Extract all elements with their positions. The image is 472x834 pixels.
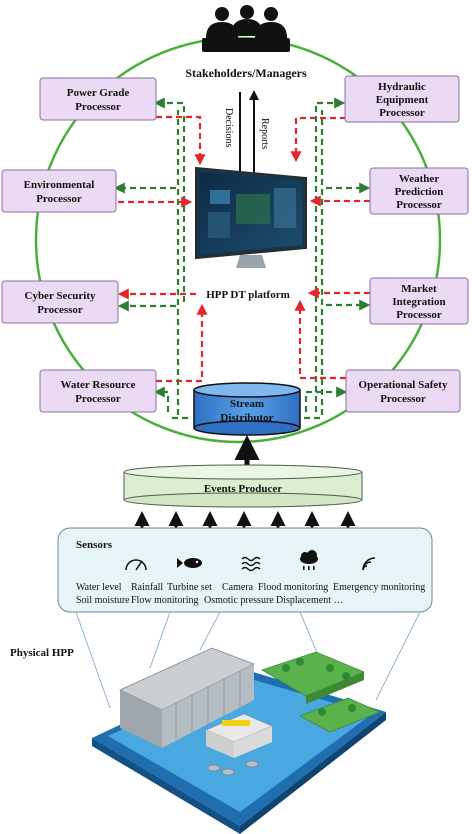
svg-text:Events Producer: Events Producer [204, 483, 282, 495]
svg-text:Processor: Processor [75, 393, 121, 405]
gauge-icon [125, 559, 147, 571]
monitor-icon [195, 166, 307, 268]
svg-text:Cyber Security: Cyber Security [25, 290, 96, 302]
wave-icon [241, 556, 261, 572]
svg-text:Soil moisture: Soil moisture [76, 595, 130, 606]
hydraulic-equipment-processor: Hydraulic Equipment Processor [344, 75, 460, 123]
svg-text:Power Grade: Power Grade [67, 87, 130, 99]
svg-text:Emergency monitoring: Emergency monitoring [333, 582, 425, 593]
svg-text:Processor: Processor [37, 304, 83, 316]
svg-text:Osmotic pressure: Osmotic pressure [204, 595, 274, 606]
svg-text:Distributor: Distributor [220, 412, 273, 424]
svg-text:Weather: Weather [399, 173, 439, 185]
svg-text:Processor: Processor [380, 393, 426, 405]
cyber-security-processor: Cyber Security Processor [1, 280, 119, 324]
stream-distributor: Stream Distributor [193, 382, 301, 436]
svg-text:Processor: Processor [36, 193, 82, 205]
svg-text:Flow monitoring: Flow monitoring [131, 595, 199, 606]
svg-text:Hydraulic: Hydraulic [378, 81, 426, 93]
reports-label: Reports [259, 118, 270, 149]
svg-text:Rainfall: Rainfall [131, 582, 163, 593]
operational-safety-processor: Operational Safety Processor [345, 369, 461, 413]
svg-text:Processor: Processor [75, 101, 121, 113]
stakeholders-label: Stakeholders/Managers [185, 66, 307, 80]
signal-icon [362, 557, 376, 571]
svg-text:Displacement …: Displacement … [276, 595, 343, 606]
environmental-processor: Environmental Processor [1, 169, 117, 213]
sensors-panel: Sensors Water level Rainfall Turbine set… [57, 527, 433, 613]
people-group-icon [202, 5, 290, 52]
svg-text:Turbine set: Turbine set [167, 582, 212, 593]
connections [113, 97, 371, 420]
svg-text:Water Resource: Water Resource [60, 379, 135, 391]
sensors-title: Sensors [76, 539, 113, 551]
svg-text:Equipment: Equipment [376, 94, 429, 106]
svg-text:Environmental: Environmental [24, 179, 95, 191]
svg-text:Processor: Processor [379, 107, 425, 119]
decisions-label: Decisions [223, 108, 234, 148]
svg-text:Stream: Stream [230, 398, 264, 410]
svg-text:Camera: Camera [222, 582, 254, 593]
svg-text:Operational Safety: Operational Safety [359, 379, 448, 391]
physical-hpp-illustration [92, 647, 386, 834]
weather-prediction-processor: Weather Prediction Processor [369, 167, 469, 215]
svg-text:Flood monitoring: Flood monitoring [258, 582, 328, 593]
sensor-arrows [134, 511, 356, 530]
svg-text:Integration: Integration [392, 296, 445, 308]
fish-icon [177, 558, 202, 568]
svg-text:Water level: Water level [76, 582, 122, 593]
svg-text:Market: Market [401, 283, 437, 295]
events-producer: Events Producer [123, 464, 363, 508]
platform-label: HPP DT platform [206, 289, 290, 301]
physical-hpp-label: Physical HPP [10, 647, 74, 659]
market-integration-processor: Market Integration Processor [369, 277, 469, 325]
svg-text:Processor: Processor [396, 309, 442, 321]
water-resource-processor: Water Resource Processor [39, 369, 157, 413]
cloud-rain-icon [300, 550, 318, 570]
sensor-leader-lines [75, 611, 421, 709]
power-grade-processor: Power Grade Processor [39, 77, 157, 121]
svg-text:Prediction: Prediction [395, 186, 444, 198]
svg-text:Processor: Processor [396, 199, 442, 211]
